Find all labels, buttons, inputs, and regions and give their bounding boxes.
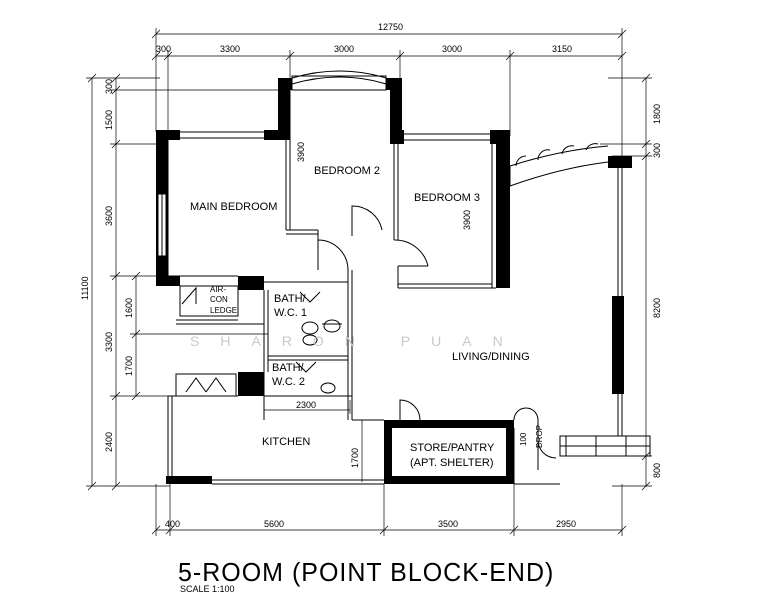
dim-top-5: 3150 <box>552 44 572 54</box>
dim-right-3: 8200 <box>652 298 662 318</box>
dim-top-4: 3000 <box>442 44 462 54</box>
room-aircon-line3: LEDGE <box>210 306 237 315</box>
dim-left-3: 3600 <box>104 206 114 226</box>
floor-plan: SHARON PUAN 12750 300 3300 3000 3000 315… <box>80 22 662 536</box>
room-labels: MAIN BEDROOM BEDROOM 2 BEDROOM 3 AIR- CO… <box>190 165 544 469</box>
dim-left-2: 1500 <box>104 110 114 130</box>
dim-bed3-height: 3900 <box>462 210 472 230</box>
plan-scale: SCALE 1:100 <box>180 584 235 594</box>
room-bath2-line1: BATH/ <box>272 362 305 374</box>
dim-left-5: 1700 <box>124 356 134 376</box>
dim-right-2: 300 <box>652 143 662 158</box>
plan-title: 5-ROOM (POINT BLOCK-END) <box>178 558 555 588</box>
dim-top-3: 3000 <box>334 44 354 54</box>
dimension-lines <box>86 28 652 536</box>
room-bath1-line2: W.C. 1 <box>274 307 307 319</box>
dim-bath-width: 2300 <box>296 400 316 410</box>
dim-left-1: 300 <box>104 79 114 94</box>
dim-top-2: 3300 <box>220 44 240 54</box>
room-bath2-line2: W.C. 2 <box>272 376 305 388</box>
dim-left-7: 2400 <box>104 432 114 452</box>
dim-bottom-2: 5600 <box>264 519 284 529</box>
room-bedroom-2: BEDROOM 2 <box>314 165 380 177</box>
dim-bottom-1: 400 <box>165 519 180 529</box>
dim-bed2-height: 3900 <box>296 142 306 162</box>
dim-left-6: 3300 <box>104 332 114 352</box>
dim-left-overall: 11100 <box>80 276 90 300</box>
room-aircon-line2: CON <box>210 295 228 304</box>
dim-right-1: 1800 <box>652 104 662 124</box>
dim-kitchen-height: 1700 <box>350 448 360 468</box>
walls <box>156 78 632 484</box>
room-bedroom-3: BEDROOM 3 <box>414 192 480 204</box>
watermark: SHARON PUAN <box>190 333 524 349</box>
dim-overall-top: 12750 <box>378 22 403 32</box>
room-kitchen: KITCHEN <box>262 436 310 448</box>
room-main-bedroom: MAIN BEDROOM <box>190 201 277 213</box>
dimension-labels: 12750 300 3300 3000 3000 3150 400 5600 3… <box>80 22 662 529</box>
dim-bottom-4: 2950 <box>556 519 576 529</box>
room-drop-line2: DROP <box>535 425 544 448</box>
dim-top-1: 300 <box>156 44 171 54</box>
room-store-line1: STORE/PANTRY <box>410 442 495 454</box>
thin-walls <box>157 70 651 485</box>
dim-left-4: 1600 <box>124 298 134 318</box>
room-aircon-line1: AIR- <box>210 285 226 294</box>
room-living-dining: LIVING/DINING <box>452 351 530 363</box>
room-bath1-line1: BATH/ <box>274 293 307 305</box>
dim-bottom-3: 3500 <box>438 519 458 529</box>
dim-right-4: 800 <box>652 463 662 478</box>
room-store-line2: (APT. SHELTER) <box>410 457 494 469</box>
room-drop-line1: 100 <box>519 432 528 446</box>
